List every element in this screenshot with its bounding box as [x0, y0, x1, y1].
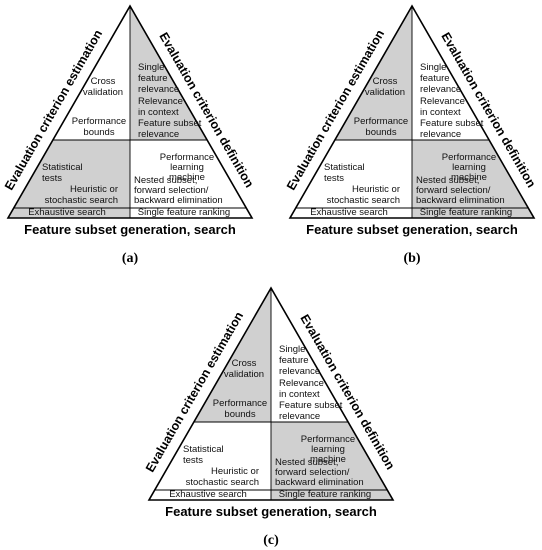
- label-exhaustive-search: Exhaustive search: [169, 489, 247, 500]
- label-nested-subset: Nested subset,forward selection/backward…: [134, 175, 223, 206]
- panel-caption: (b): [403, 251, 420, 266]
- label-nested-subset: Nested subset,forward selection/backward…: [416, 175, 505, 206]
- shaded-region-right-lower: [271, 422, 393, 500]
- label-exhaustive-search: Exhaustive search: [28, 207, 106, 218]
- base-label: Feature subset generation, search: [306, 222, 518, 237]
- base-label: Feature subset generation, search: [165, 504, 377, 519]
- triangle-outline: [6, 4, 254, 219]
- label-single-feature-ranking: Single feature ranking: [138, 207, 230, 218]
- label-single-feature-ranking: Single feature ranking: [279, 489, 371, 500]
- triangle-outline: [147, 286, 395, 501]
- panel-caption: (a): [122, 251, 139, 266]
- label-nested-subset: Nested subset,forward selection/backward…: [275, 457, 364, 488]
- triangle-outline: [288, 4, 536, 219]
- base-label: Feature subset generation, search: [24, 222, 236, 237]
- panel-caption: (c): [263, 533, 279, 548]
- shaded-region-left-lower: [8, 140, 130, 218]
- shaded-region-right-lower: [412, 140, 534, 218]
- label-exhaustive-search: Exhaustive search: [310, 207, 388, 218]
- label-single-feature-ranking: Single feature ranking: [420, 207, 512, 218]
